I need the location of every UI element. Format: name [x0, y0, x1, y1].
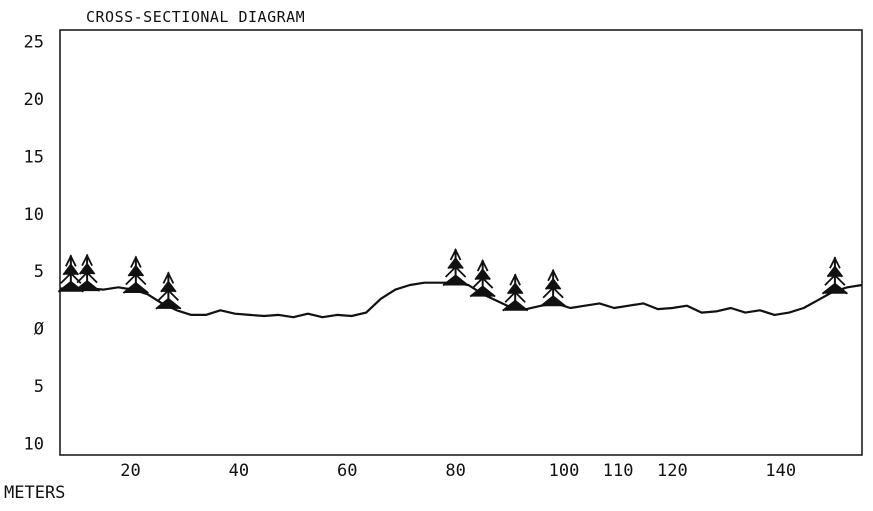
tree-foliage — [157, 289, 180, 301]
tree-foliage — [547, 268, 559, 282]
tree-foliage — [162, 271, 175, 284]
y-tick-label: 25 — [24, 32, 44, 52]
tree-foliage — [542, 286, 564, 299]
tree-marker — [502, 273, 529, 312]
tree-foliage — [442, 274, 469, 287]
tree-marker — [442, 247, 469, 287]
y-tick-label: 5 — [34, 377, 44, 397]
tree-marker — [74, 253, 101, 292]
x-tick-label: 110 — [603, 461, 634, 481]
x-tick-label: 20 — [120, 461, 140, 481]
tree-foliage — [78, 262, 96, 275]
x-axis-ticks: 20 40 60 80 100 110 120 140 — [120, 461, 796, 481]
tree-foliage — [826, 265, 844, 278]
tree-foliage — [60, 272, 82, 284]
tree-foliage — [544, 277, 562, 290]
tree-marker — [122, 255, 149, 294]
y-tick-label: 15 — [24, 147, 44, 167]
tree-foliage — [125, 273, 147, 286]
tree-marker — [469, 259, 496, 298]
y-tick-label: 5 — [34, 262, 44, 282]
tree-foliage — [449, 247, 462, 261]
tree-foliage — [160, 280, 177, 293]
y-tick-label: Ø — [34, 320, 44, 340]
tree-foliage — [472, 276, 494, 289]
x-tick-label: 140 — [765, 461, 796, 481]
tree-foliage — [540, 295, 567, 307]
tree-foliage — [474, 268, 491, 281]
x-tick-label: 60 — [337, 461, 357, 481]
tree-foliage — [65, 254, 77, 267]
tree-marker — [155, 271, 182, 310]
tree-foliage — [476, 259, 489, 272]
tree-foliage — [469, 285, 496, 298]
tree-foliage — [444, 265, 467, 278]
x-tick-label: 80 — [445, 461, 465, 481]
terrain-profile-line — [59, 281, 863, 319]
tree-foliage — [81, 253, 93, 267]
y-tick-label: 10 — [24, 205, 44, 225]
tree-foliage — [509, 273, 521, 286]
tree-foliage — [829, 256, 841, 269]
tree-foliage — [155, 297, 182, 310]
tree-foliage — [504, 290, 526, 303]
tree-foliage — [821, 282, 848, 295]
x-axis-label: METERS — [4, 483, 65, 503]
x-tick-label: 40 — [229, 461, 249, 481]
y-tick-label: 20 — [24, 90, 44, 110]
tree-foliage — [127, 264, 145, 277]
tree-foliage — [76, 271, 98, 284]
tree-foliage — [502, 299, 529, 312]
tree-foliage — [824, 273, 846, 286]
tree-markers — [57, 247, 848, 312]
tree-foliage — [122, 281, 149, 294]
y-tick-label: 10 — [24, 435, 44, 455]
tree-foliage — [62, 263, 80, 276]
tree-foliage — [74, 279, 101, 292]
tree-foliage — [130, 255, 142, 268]
tree-marker — [821, 256, 848, 295]
x-tick-label: 100 — [549, 461, 580, 481]
tree-foliage — [506, 282, 524, 295]
tree-foliage — [447, 256, 464, 270]
tree-marker — [540, 268, 567, 307]
plot-frame — [59, 29, 863, 456]
x-tick-label: 120 — [657, 461, 688, 481]
chart-title: CROSS-SECTIONAL DIAGRAM — [86, 8, 305, 26]
